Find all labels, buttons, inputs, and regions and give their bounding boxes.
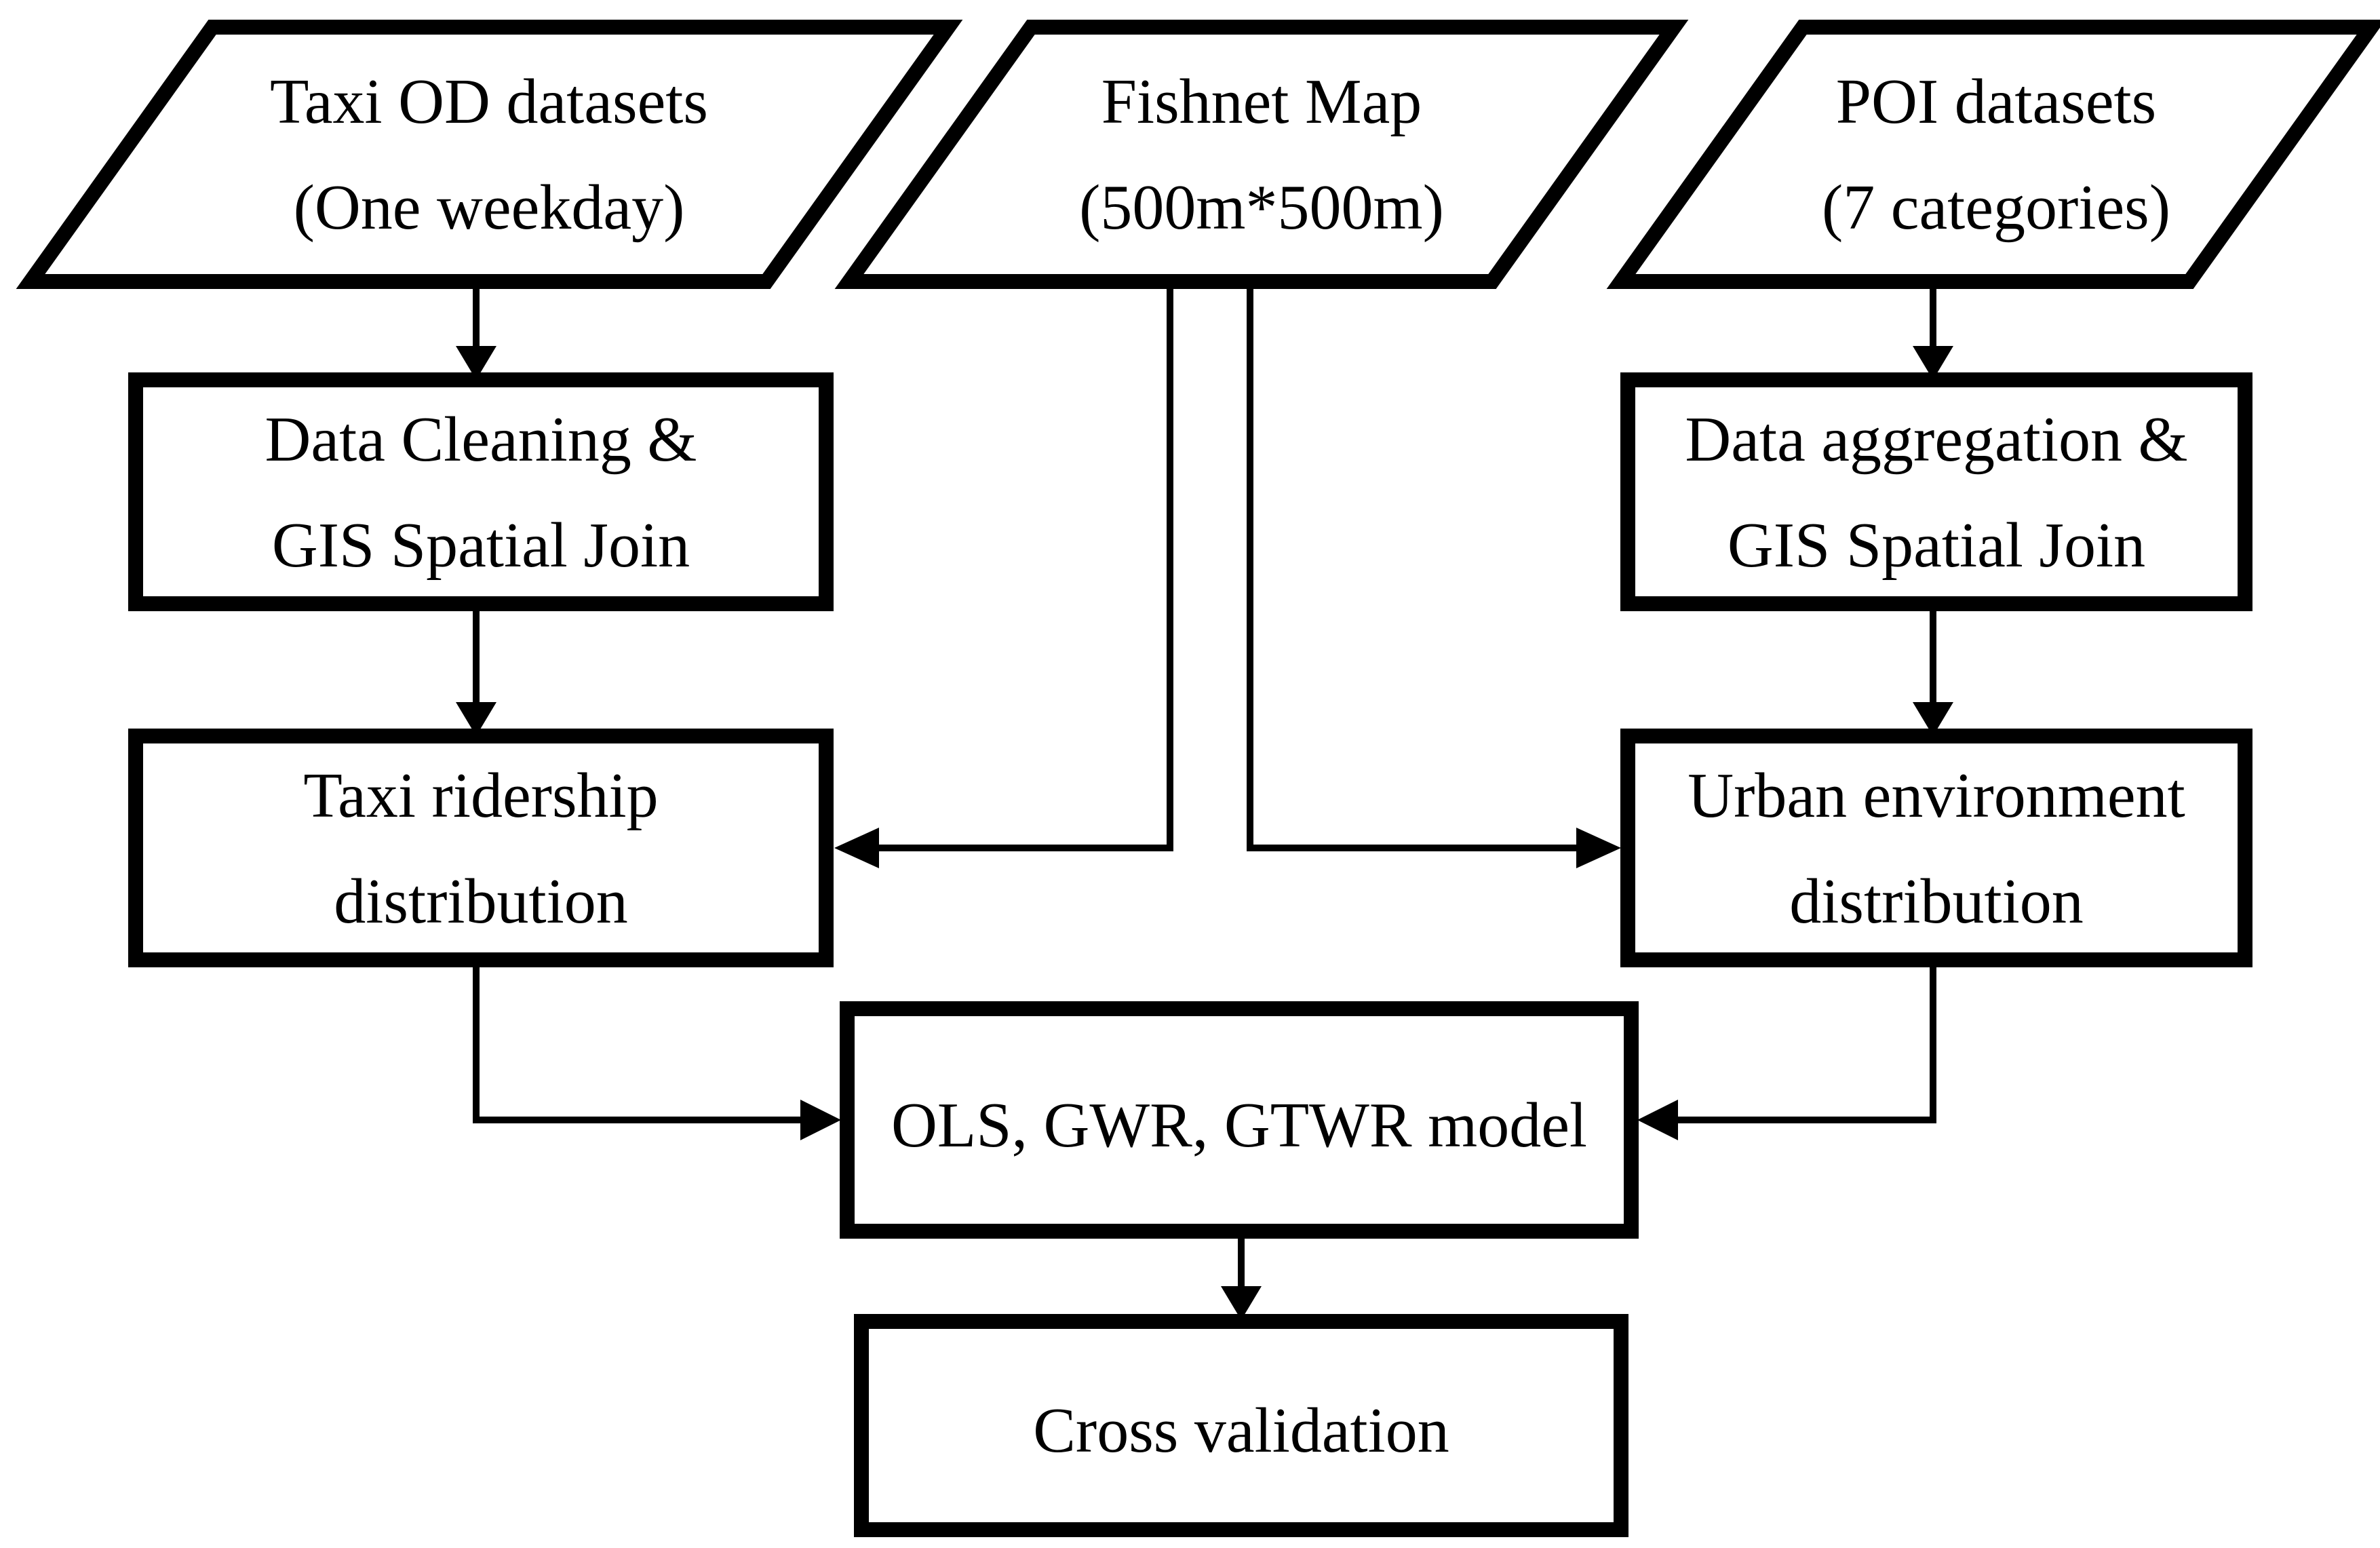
arrowhead-down-icon: [1913, 346, 1953, 380]
node-data-aggregation: Data aggregation & GIS Spatial Join: [1620, 372, 2252, 611]
rect-shape: [1620, 372, 2252, 611]
node-label-line2: distribution: [334, 866, 627, 937]
node-taxi-od-datasets: Taxi OD datasets (One weekday): [16, 20, 963, 289]
arrow-fishnet-to-ridership: [834, 282, 1173, 868]
arrow-elbow-line: [473, 960, 802, 1123]
node-label-line1: Data aggregation &: [1685, 404, 2187, 475]
arrowhead-down-icon: [456, 702, 496, 736]
node-label-line1: Taxi ridership: [303, 760, 658, 831]
node-cross-validation: Cross validation: [854, 1314, 1628, 1537]
node-label-line2: (500m*500m): [1079, 172, 1444, 243]
node-label-line1: POI datasets: [1836, 66, 2157, 137]
rect-shape: [128, 729, 834, 967]
arrow-elbow-line: [1247, 282, 1578, 851]
arrow-model-to-validation: [1221, 1231, 1262, 1320]
rect-shape: [1620, 729, 2252, 967]
node-poi-datasets: POI datasets (7 categories): [1606, 20, 2380, 289]
node-label: Cross validation: [1033, 1395, 1449, 1466]
arrow-elbow-line: [878, 282, 1173, 851]
arrow-fishnet-to-urban: [1247, 282, 1621, 868]
node-label: OLS, GWR, GTWR model: [891, 1090, 1587, 1161]
node-data-cleaning: Data Cleaning & GIS Spatial Join: [128, 372, 834, 611]
node-label-line2: distribution: [1789, 866, 2083, 937]
node-fishnet-map: Fishnet Map (500m*500m): [834, 20, 1689, 289]
node-urban-environment: Urban environment distribution: [1620, 729, 2252, 967]
arrow-taxiod-to-cleaning: [456, 282, 496, 380]
node-model: OLS, GWR, GTWR model: [840, 1001, 1639, 1239]
rect-shape: [840, 1001, 1639, 1239]
arrow-elbow-line: [1677, 960, 1936, 1123]
arrowhead-down-icon: [1221, 1286, 1262, 1320]
rect-shape: [128, 372, 834, 611]
parallelogram-shape: [834, 20, 1689, 289]
arrow-cleaning-to-ridership: [456, 604, 496, 736]
arrow-aggregation-to-urban: [1913, 604, 1953, 736]
node-label-line1: Fishnet Map: [1101, 66, 1422, 137]
node-label-line2: GIS Spatial Join: [272, 510, 690, 581]
arrowhead-left-icon: [834, 828, 879, 868]
node-label-line1: Urban environment: [1688, 760, 2185, 831]
node-label-line1: Taxi OD datasets: [270, 66, 708, 137]
arrow-ridership-to-model: [473, 960, 841, 1140]
arrowhead-left-icon: [1637, 1100, 1678, 1140]
arrowhead-down-icon: [456, 346, 496, 380]
arrow-poi-to-aggregation: [1913, 282, 1953, 380]
arrowhead-right-icon: [800, 1100, 841, 1140]
parallelogram-shape: [16, 20, 963, 289]
node-label-line2: (One weekday): [294, 172, 685, 243]
node-label-line2: (7 categories): [1822, 172, 2170, 243]
arrow-urban-to-model: [1637, 960, 1936, 1140]
node-label-line2: GIS Spatial Join: [1728, 510, 2145, 581]
arrowhead-down-icon: [1913, 702, 1953, 736]
rect-shape: [854, 1314, 1628, 1537]
arrowhead-right-icon: [1576, 828, 1621, 868]
node-taxi-ridership: Taxi ridership distribution: [128, 729, 834, 967]
parallelogram-shape: [1606, 20, 2380, 289]
node-label-line1: Data Cleaning &: [265, 404, 697, 475]
